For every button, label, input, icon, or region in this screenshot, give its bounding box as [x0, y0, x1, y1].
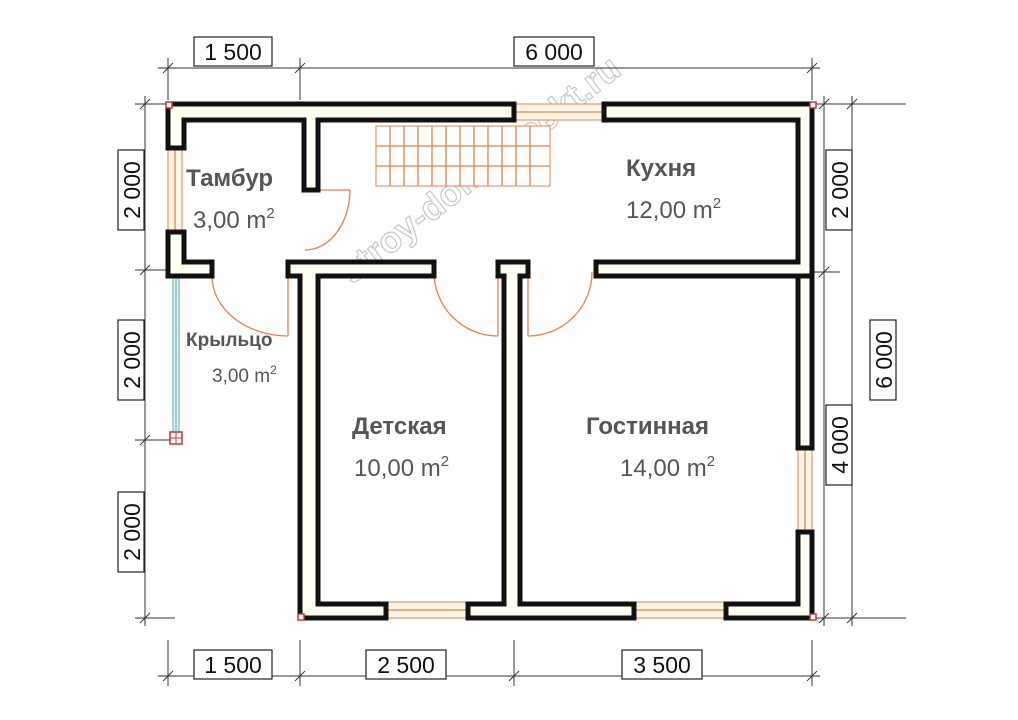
- dim-left-2: 2 000: [119, 331, 145, 389]
- room-children-area-text: 10,00 m2: [354, 453, 449, 482]
- room-tambur-name: Тамбур: [186, 165, 273, 192]
- room-living-area-text: 14,00 m2: [620, 453, 715, 482]
- room-living-unit-power: 2: [707, 453, 715, 470]
- room-kitchen-unit-power: 2: [713, 195, 721, 212]
- walls: [165, 101, 817, 621]
- room-tambur-area: 3,00 m: [193, 207, 266, 234]
- room-children-name: Детская: [352, 413, 447, 440]
- dimension-right: 2 000 4 000 6 000: [808, 96, 906, 626]
- room-porch: Крыльцо 3,00 m2: [186, 330, 277, 387]
- dimension-top: 1 500 6 000: [158, 36, 820, 100]
- dim-top-2: 6 000: [525, 39, 583, 65]
- room-children: Детская 10,00 m2: [352, 413, 449, 482]
- room-children-unit-power: 2: [441, 453, 449, 470]
- dim-right-2: 4 000: [827, 416, 853, 474]
- room-porch-name: Крыльцо: [186, 330, 272, 351]
- dim-right-1: 2 000: [827, 161, 853, 219]
- dim-bottom-1: 1 500: [204, 652, 262, 678]
- room-tambur-area-text: 3,00 m2: [193, 205, 275, 234]
- staircase: [375, 125, 551, 187]
- room-living-area: 14,00 m: [620, 455, 707, 482]
- room-kitchen-area-text: 12,00 m2: [626, 195, 721, 224]
- dim-bottom-3: 3 500: [633, 652, 691, 678]
- dim-bottom-2: 2 500: [377, 652, 435, 678]
- dimension-left: 2 000 2 000 2 000: [117, 96, 175, 626]
- dim-left-1: 2 000: [119, 161, 145, 219]
- dim-left-3: 2 000: [119, 503, 145, 561]
- room-kitchen: Кухня 12,00 m2: [626, 155, 721, 224]
- room-children-area: 10,00 m: [354, 455, 441, 482]
- room-living: Гостинная 14,00 m2: [586, 413, 715, 482]
- dimension-bottom: 1 500 2 500 3 500: [158, 640, 820, 686]
- dim-top-1: 1 500: [204, 39, 262, 65]
- room-kitchen-area: 12,00 m: [626, 197, 713, 224]
- room-porch-area: 3,00 m: [212, 366, 270, 387]
- porch-railing: [169, 275, 183, 445]
- room-porch-area-text: 3,00 m2: [212, 363, 277, 387]
- room-kitchen-name: Кухня: [626, 155, 696, 182]
- room-porch-unit-power: 2: [270, 363, 277, 377]
- room-living-name: Гостинная: [586, 413, 709, 440]
- room-tambur: Тамбур 3,00 m2: [186, 165, 275, 234]
- windows: [167, 103, 813, 619]
- doors: [211, 189, 593, 337]
- dim-right-total: 6 000: [871, 331, 897, 389]
- room-tambur-unit-power: 2: [266, 205, 274, 222]
